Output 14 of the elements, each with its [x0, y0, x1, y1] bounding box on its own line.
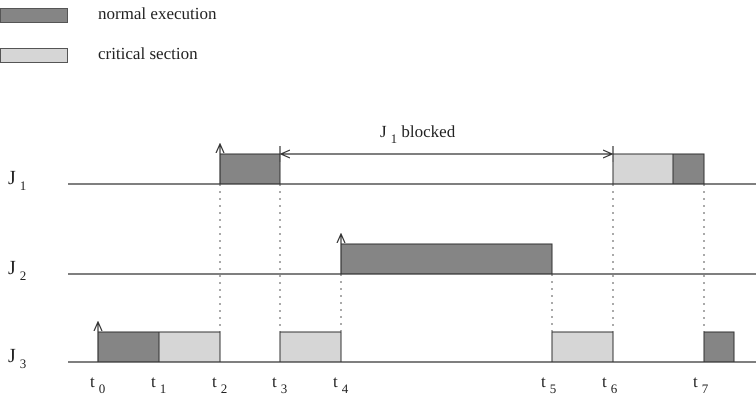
- legend-label: normal execution: [98, 4, 216, 24]
- job-label: J$_{3}$: [8, 346, 26, 366]
- time-label: t$_{5}$: [541, 372, 556, 392]
- interval-label: J$_{1}$ blocked: [380, 122, 456, 142]
- time-label: t$_{4}$: [333, 372, 348, 392]
- job-label: J$_{2}$: [8, 258, 26, 278]
- time-label: t$_{3}$: [272, 372, 288, 392]
- time-label: t$_{7}$: [693, 372, 708, 392]
- time-label: t$_{6}$: [602, 372, 618, 392]
- legend-label: critical section: [98, 44, 198, 64]
- time-label: t$_{0}$: [90, 372, 106, 392]
- time-label: t$_{2}$: [212, 372, 228, 392]
- time-label: t$_{1}$: [151, 372, 166, 392]
- job-label: J$_{1}$: [8, 168, 26, 188]
